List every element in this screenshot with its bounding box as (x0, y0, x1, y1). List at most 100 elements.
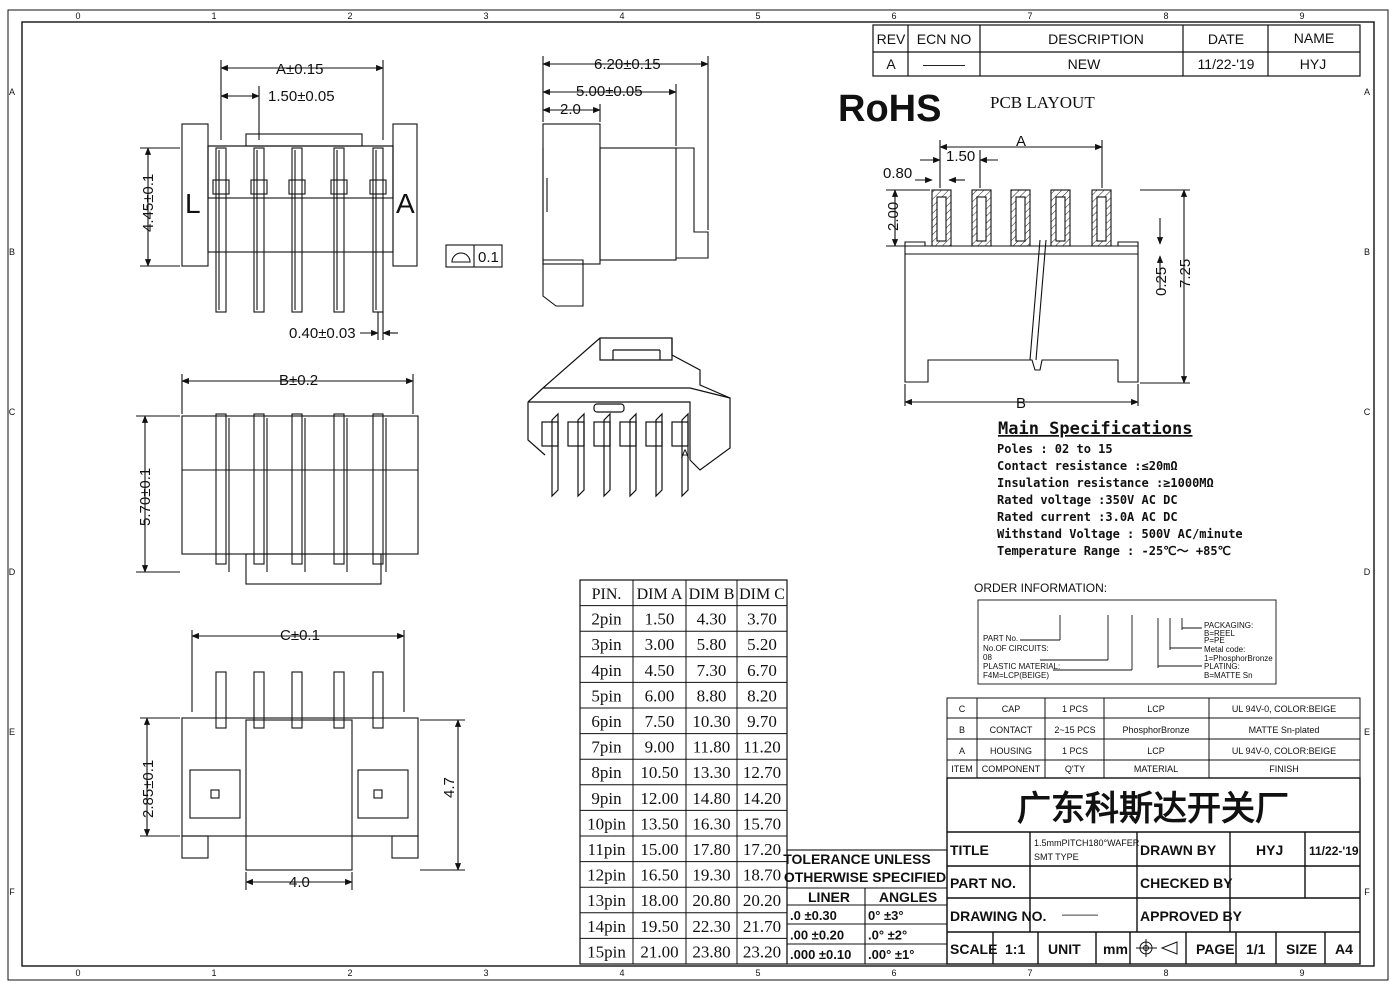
iso-cavity (567, 421, 585, 447)
dim-a-label: A±0.15 (276, 61, 323, 78)
mark-l: L (185, 188, 201, 219)
frame-row-right: C (1364, 407, 1371, 417)
page-label: PAGE (1196, 941, 1235, 957)
pcb-pad-hole (936, 196, 947, 242)
dim-table-cell: 15pin (587, 942, 626, 961)
dim-table-cell: 14pin (587, 917, 626, 936)
pcb-pad-hole (1055, 196, 1066, 242)
bottom-pin (253, 671, 265, 729)
dim-table-cell: 7.50 (645, 712, 675, 731)
dim-table-cell: 7.30 (697, 661, 727, 680)
frame-column-top: 6 (891, 11, 896, 21)
size-label: SIZE (1286, 941, 1317, 957)
pcb-layout-title: PCB LAYOUT (990, 93, 1095, 112)
frame-column-top: 5 (755, 11, 760, 21)
iso-mark: A (681, 447, 689, 461)
rev-header: REV (877, 31, 906, 47)
bom-header: COMPONENT (982, 764, 1041, 774)
tolerance-liner: .000 ±0.10 (790, 947, 851, 962)
tolerance-title-1: TOLERANCE UNLESS (783, 851, 931, 867)
order-left-label: F4M=LCP(BEIGE) (983, 671, 1049, 680)
spec-line: Withstand Voltage : 500V AC/minute (997, 527, 1243, 541)
bom-cell: 1 PCS (1062, 704, 1088, 714)
front-pin (333, 413, 345, 565)
flatness-value: 0.1 (478, 249, 499, 266)
dim-table-cell: 13pin (587, 891, 626, 910)
title-value-1: 1.5mmPITCH180°WAFER (1034, 838, 1140, 848)
pcb-depth: 7.25 (1177, 259, 1194, 288)
pcb-offset: 0.25 (1153, 267, 1170, 296)
pcb-dim-a: A (1016, 133, 1026, 150)
order-right-label: 1=PhosphorBronze (1204, 654, 1273, 663)
frame-row-right: E (1364, 727, 1370, 737)
dim-table-cell: 16.30 (692, 814, 730, 833)
scale-label: SCALE (950, 941, 997, 957)
ecn-value: ——— (923, 56, 965, 72)
drawing-frame (7, 9, 1389, 981)
top-pin-latch (330, 179, 348, 195)
iso-pin (577, 412, 585, 498)
front-pin (215, 413, 227, 565)
dim-table-cell: 3.70 (747, 610, 777, 629)
spec-line: Rated current :3.0A AC DC (997, 510, 1178, 524)
dim-table-cell: 9pin (591, 789, 622, 808)
dim-table-cell: 5pin (591, 686, 622, 705)
dim-table-cell: 17.20 (743, 840, 781, 859)
bom-cell: LCP (1147, 704, 1165, 714)
bom-cell: PhosphorBronze (1122, 725, 1189, 735)
dim-table-cell: 3pin (591, 635, 622, 654)
bom-cell: HOUSING (990, 746, 1032, 756)
frame-column-top: 3 (483, 11, 488, 21)
dim-table-cell: 11.20 (743, 738, 781, 757)
pitch-label: 1.50±0.05 (268, 88, 335, 105)
top-pin (215, 147, 227, 313)
iso-cavity (593, 421, 611, 447)
mark-a: A (396, 188, 415, 219)
spec-line: Temperature Range : -25℃～ +85℃ (997, 544, 1231, 558)
dim-table-cell: 4.50 (645, 661, 675, 680)
company-name: 广东科斯达开关厂 (1017, 789, 1289, 828)
frame-column-top: 7 (1027, 11, 1032, 21)
frame-column-top: 8 (1163, 11, 1168, 21)
unit-value: mm (1103, 941, 1128, 957)
unit-label: UNIT (1048, 941, 1081, 957)
scale-value: 1:1 (1005, 941, 1025, 957)
top-pin-latch (288, 179, 306, 195)
frame-column-top: 2 (347, 11, 352, 21)
order-right-label: B=MATTE Sn (1204, 671, 1253, 680)
dim-b-label: B±0.2 (279, 372, 318, 389)
top-pin-latch (369, 179, 387, 195)
title-value-2: SMT TYPE (1034, 852, 1079, 862)
dim-table-cell: 13.30 (692, 763, 730, 782)
dim-table-cell: 9.70 (747, 712, 777, 731)
dim-table-cell: 10pin (587, 814, 626, 833)
dim-table-cell: 8pin (591, 763, 622, 782)
iso-pin (603, 412, 611, 498)
top-pin (291, 147, 303, 313)
date-header: DATE (1208, 31, 1244, 47)
name-value: HYJ (1300, 56, 1326, 72)
dim-table-cell: 7pin (591, 738, 622, 757)
frame-row-left: C (9, 407, 16, 417)
bom-cell: A (959, 746, 965, 756)
iso-pin (681, 412, 689, 498)
dim-table-cell: 10.50 (640, 763, 678, 782)
title-block (946, 777, 1361, 965)
top-height-label: 4.45±0.1 (140, 174, 157, 232)
frame-row-left: B (9, 247, 15, 257)
order-left-label: 08 (983, 653, 992, 662)
tolerance-title-2: OTHERWISE SPECIFIED (784, 869, 946, 885)
bottom-view (140, 630, 465, 890)
frame-column-bottom: 7 (1027, 968, 1032, 978)
part-no-label: PART NO. (950, 875, 1016, 891)
dim-table-cell: 8.20 (747, 686, 777, 705)
pcb-pad-hole (1015, 196, 1026, 242)
ecn-header: ECN NO (917, 31, 972, 47)
date-value: 11/22-'19 (1198, 56, 1255, 72)
side-step-label: 2.0 (560, 101, 581, 118)
spec-line: Insulation resistance :≥1000MΩ (997, 476, 1214, 490)
